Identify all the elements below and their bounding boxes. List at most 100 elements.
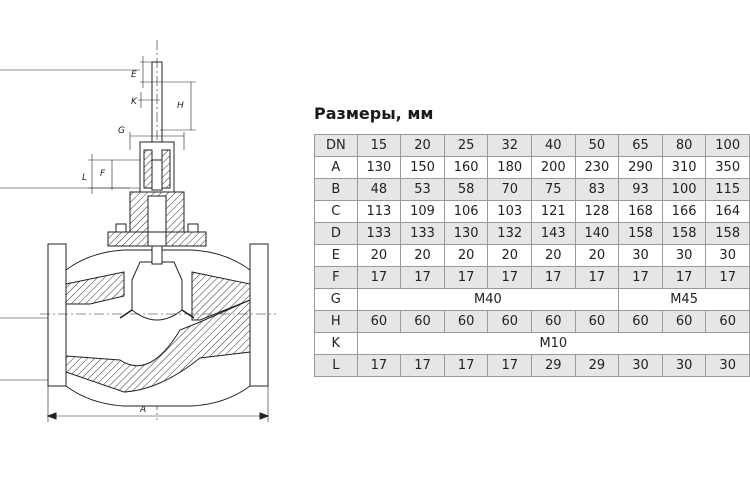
value-cell: 70 xyxy=(487,178,533,201)
value-cell: 60 xyxy=(618,310,663,333)
value-cell: 130 xyxy=(443,222,489,245)
value-cell: 30 xyxy=(705,244,750,267)
row-label-cell: D xyxy=(314,222,358,245)
value-cell: M40 xyxy=(356,288,620,311)
value-cell: 65 xyxy=(618,134,663,157)
value-cell: 30 xyxy=(618,354,663,377)
dimension-label-h: H xyxy=(177,101,184,111)
value-cell: 60 xyxy=(705,310,750,333)
value-cell: 168 xyxy=(618,200,663,223)
value-cell: 20 xyxy=(487,244,533,267)
value-cell: 106 xyxy=(443,200,489,223)
dimension-label-e: E xyxy=(131,70,137,80)
value-cell: 17 xyxy=(443,266,489,289)
value-cell: 60 xyxy=(531,310,576,333)
row-label-cell: K xyxy=(314,332,358,355)
value-cell: 160 xyxy=(443,156,489,179)
value-cell: 150 xyxy=(400,156,445,179)
value-cell: 80 xyxy=(661,134,707,157)
value-cell: 17 xyxy=(487,354,533,377)
value-cell: 133 xyxy=(400,222,445,245)
value-cell: 100 xyxy=(705,134,750,157)
value-cell: 20 xyxy=(531,244,576,267)
value-cell: 113 xyxy=(356,200,402,223)
value-cell: 17 xyxy=(400,354,445,377)
row-label-cell: DN xyxy=(314,134,358,157)
value-cell: 121 xyxy=(531,200,576,223)
value-cell: 20 xyxy=(356,244,402,267)
dimension-label-a: A xyxy=(139,405,146,415)
value-cell: 133 xyxy=(356,222,402,245)
value-cell: 40 xyxy=(531,134,576,157)
value-cell: 20 xyxy=(400,134,445,157)
value-cell: M10 xyxy=(356,332,750,355)
value-cell: 143 xyxy=(531,222,576,245)
dimension-label-g: G xyxy=(118,126,125,136)
dimension-label-l: L xyxy=(82,173,87,183)
value-cell: 48 xyxy=(356,178,402,201)
value-cell: 103 xyxy=(487,200,533,223)
value-cell: 230 xyxy=(574,156,620,179)
value-cell: 132 xyxy=(487,222,533,245)
valve-drawing: E K H G L F A xyxy=(0,40,276,422)
value-cell: 100 xyxy=(661,178,707,201)
value-cell: 17 xyxy=(574,266,620,289)
table-title: Размеры, мм xyxy=(314,104,434,123)
value-cell: 29 xyxy=(574,354,620,377)
value-cell: 17 xyxy=(356,354,402,377)
value-cell: 17 xyxy=(487,266,533,289)
dimension-label-f: F xyxy=(100,169,106,179)
row-label-cell: F xyxy=(314,266,358,289)
value-cell: 350 xyxy=(705,156,750,179)
value-cell: 30 xyxy=(618,244,663,267)
value-cell: 60 xyxy=(400,310,445,333)
row-label-cell: C xyxy=(314,200,358,223)
value-cell: 60 xyxy=(487,310,533,333)
value-cell: 53 xyxy=(400,178,445,201)
value-cell: 17 xyxy=(705,266,750,289)
value-cell: 158 xyxy=(705,222,750,245)
row-label-cell: H xyxy=(314,310,358,333)
row-label-cell: B xyxy=(314,178,358,201)
value-cell: 50 xyxy=(574,134,620,157)
value-cell: 130 xyxy=(356,156,402,179)
row-label-cell: E xyxy=(314,244,358,267)
value-cell: 20 xyxy=(443,244,489,267)
value-cell: 290 xyxy=(618,156,663,179)
value-cell: 109 xyxy=(400,200,445,223)
value-cell: 158 xyxy=(661,222,707,245)
value-cell: 83 xyxy=(574,178,620,201)
dimension-label-k: K xyxy=(131,97,138,107)
value-cell: 164 xyxy=(705,200,750,223)
value-cell: 30 xyxy=(661,244,707,267)
row-label-cell: G xyxy=(314,288,358,311)
value-cell: 140 xyxy=(574,222,620,245)
value-cell: 20 xyxy=(400,244,445,267)
value-cell: 200 xyxy=(531,156,576,179)
value-cell: 17 xyxy=(356,266,402,289)
value-cell: 32 xyxy=(487,134,533,157)
value-cell: M45 xyxy=(618,288,750,311)
value-cell: 17 xyxy=(531,266,576,289)
value-cell: 25 xyxy=(443,134,489,157)
value-cell: 30 xyxy=(661,354,707,377)
value-cell: 17 xyxy=(400,266,445,289)
value-cell: 180 xyxy=(487,156,533,179)
value-cell: 60 xyxy=(661,310,707,333)
value-cell: 75 xyxy=(531,178,576,201)
value-cell: 58 xyxy=(443,178,489,201)
value-cell: 166 xyxy=(661,200,707,223)
value-cell: 60 xyxy=(443,310,489,333)
value-cell: 29 xyxy=(531,354,576,377)
